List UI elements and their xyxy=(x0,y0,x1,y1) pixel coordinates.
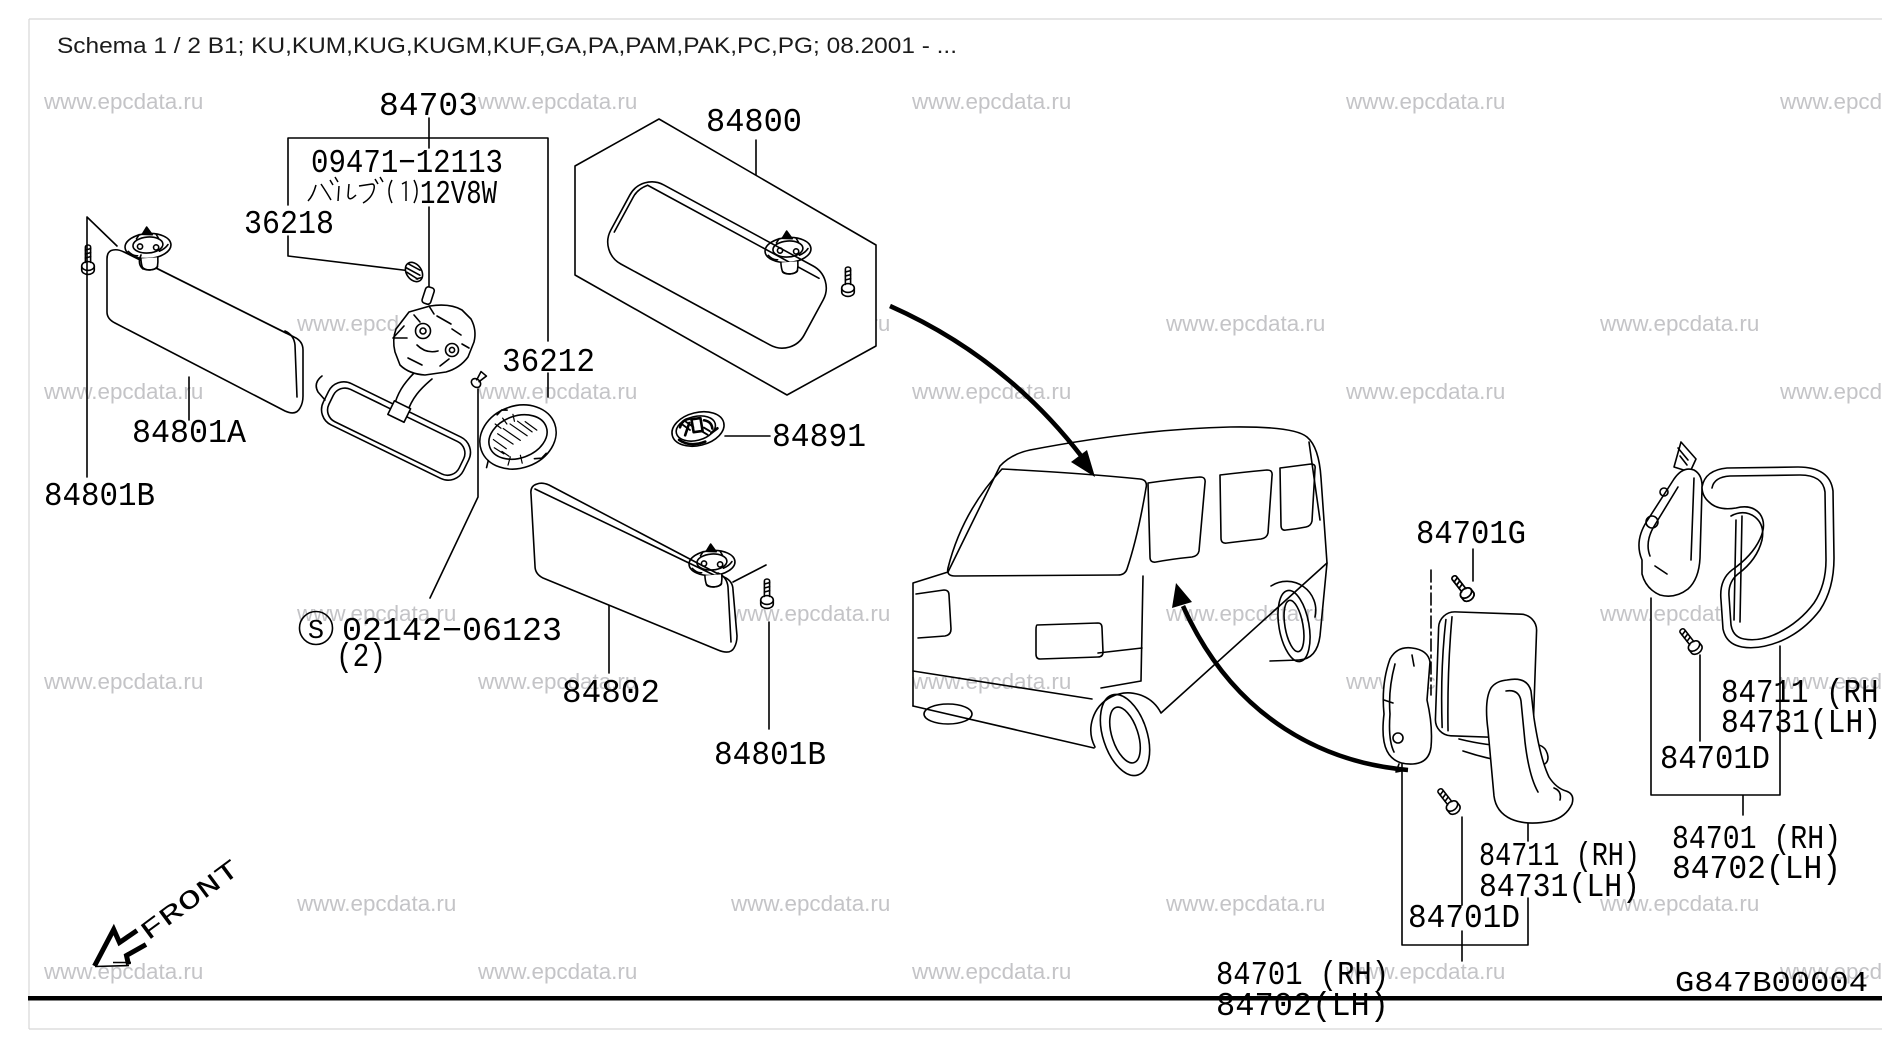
svg-text:www.epcdata.ru: www.epcdata.ru xyxy=(1345,379,1505,404)
svg-text:36212: 36212 xyxy=(502,344,595,381)
svg-text:www.epcdata.ru: www.epcdata.ru xyxy=(730,601,890,626)
svg-text:84801B: 84801B xyxy=(714,737,826,774)
svg-text:36218: 36218 xyxy=(244,206,334,243)
svg-text:09471−12113: 09471−12113 xyxy=(311,145,503,182)
svg-text:www.epcdata.ru: www.epcdata.ru xyxy=(43,669,203,694)
svg-text:G847B00004: G847B00004 xyxy=(1675,967,1868,1000)
svg-text:www.epcdata.ru: www.epcdata.ru xyxy=(1779,89,1882,114)
svg-text:www.epcdata.ru: www.epcdata.ru xyxy=(477,959,637,984)
svg-text:www.epcdata.ru: www.epcdata.ru xyxy=(730,891,890,916)
svg-text:84703: 84703 xyxy=(379,88,478,125)
svg-text:84800: 84800 xyxy=(706,104,802,141)
svg-text:84701 (RH): 84701 (RH) xyxy=(1216,957,1389,994)
svg-text:www.epcdata.ru: www.epcdata.ru xyxy=(477,89,637,114)
svg-text:www.epcdata.ru: www.epcdata.ru xyxy=(43,89,203,114)
svg-text:84701D: 84701D xyxy=(1660,741,1770,778)
svg-text:84711 (RH): 84711 (RH) xyxy=(1721,675,1882,712)
svg-text:www.epcdata.ru: www.epcdata.ru xyxy=(1779,379,1882,404)
svg-text:02142−06123: 02142−06123 xyxy=(342,613,562,650)
svg-text:84702(LH): 84702(LH) xyxy=(1672,851,1841,888)
svg-text:12V8W: 12V8W xyxy=(420,176,497,213)
svg-text:84802: 84802 xyxy=(562,675,660,712)
svg-text:www.epcdata.ru: www.epcdata.ru xyxy=(911,959,1071,984)
svg-text:84731(LH): 84731(LH) xyxy=(1479,869,1640,906)
svg-text:www.epcdata.ru: www.epcdata.ru xyxy=(1345,959,1505,984)
svg-text:84701D: 84701D xyxy=(1408,900,1520,937)
svg-text:84711 (RH): 84711 (RH) xyxy=(1479,838,1640,875)
svg-text:www.epcdata.ru: www.epcdata.ru xyxy=(43,379,203,404)
svg-text:www.epcdata.ru: www.epcdata.ru xyxy=(477,379,637,404)
svg-text:S: S xyxy=(308,617,324,647)
svg-text:84801B: 84801B xyxy=(44,478,155,515)
svg-text:84701G: 84701G xyxy=(1416,516,1526,553)
svg-text:www.epcdata.ru: www.epcdata.ru xyxy=(296,891,456,916)
svg-text:www.epcdata.ru: www.epcdata.ru xyxy=(1599,311,1759,336)
svg-text:www.epcdata.ru: www.epcdata.ru xyxy=(477,669,637,694)
svg-text:www.epcdata.ru: www.epcdata.ru xyxy=(911,669,1071,694)
svg-text:www.epcdata.ru: www.epcdata.ru xyxy=(1779,959,1882,984)
svg-text:84731(LH): 84731(LH) xyxy=(1721,705,1881,742)
svg-text:84891: 84891 xyxy=(772,419,866,456)
svg-text:www.epcdata.ru: www.epcdata.ru xyxy=(1165,311,1325,336)
svg-text:www.epcdata.ru: www.epcdata.ru xyxy=(1779,669,1882,694)
svg-text:www.epcdata.ru: www.epcdata.ru xyxy=(911,89,1071,114)
svg-text:84801A: 84801A xyxy=(132,415,246,452)
svg-text:www.epcdata.ru: www.epcdata.ru xyxy=(911,379,1071,404)
svg-text:www.epcdata.ru: www.epcdata.ru xyxy=(1599,891,1759,916)
svg-text:www.epcdata.ru: www.epcdata.ru xyxy=(1345,89,1505,114)
svg-text:Schema 1 / 2 B1; KU,KUM,KUG,KU: Schema 1 / 2 B1; KU,KUM,KUG,KUGM,KUF,GA,… xyxy=(57,33,957,58)
svg-text:84701 (RH): 84701 (RH) xyxy=(1672,821,1841,858)
svg-text:84702(LH): 84702(LH) xyxy=(1216,988,1389,1025)
svg-text:(2): (2) xyxy=(336,639,386,676)
svg-text:www.epcdata.ru: www.epcdata.ru xyxy=(1165,891,1325,916)
